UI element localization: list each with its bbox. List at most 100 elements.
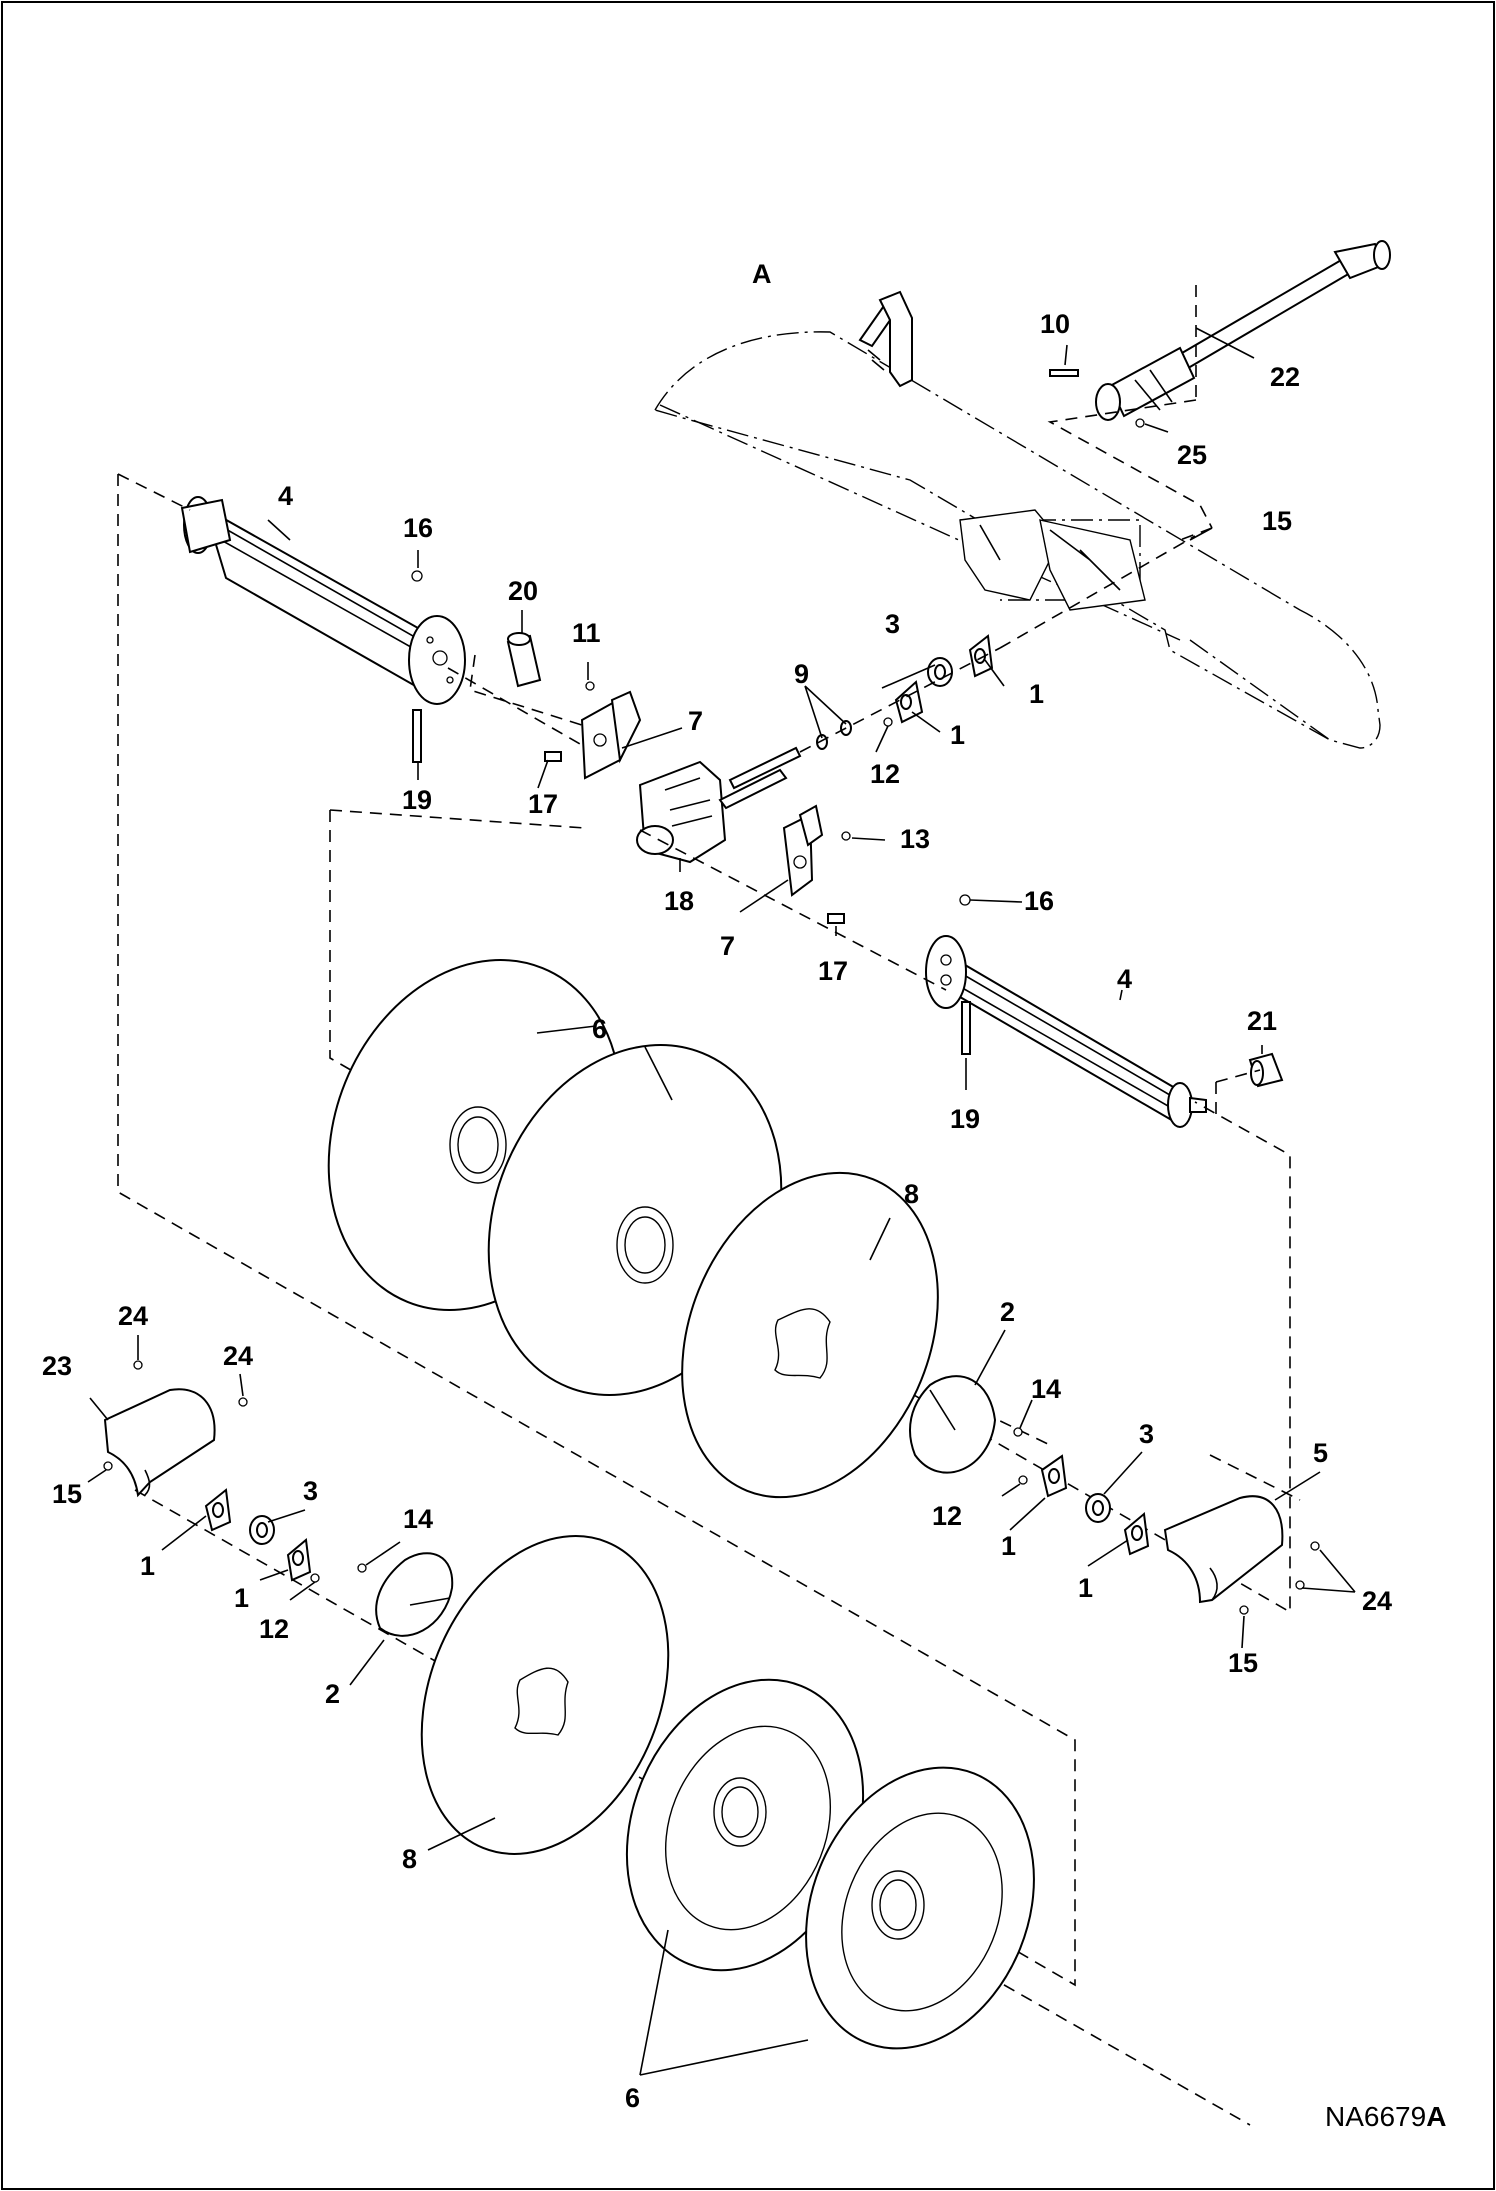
housing-bracket	[959, 509, 1146, 611]
screw-14-lower	[357, 1563, 367, 1573]
callout-24a: 24	[118, 1301, 148, 1331]
callout-1e: 1	[140, 1551, 155, 1581]
screw-15-right	[1239, 1605, 1249, 1615]
callout-3b: 3	[1139, 1419, 1154, 1449]
callout-4b: 4	[1117, 964, 1132, 994]
gearbox-18	[636, 760, 788, 864]
callout-1b: 1	[950, 720, 965, 750]
callout-2b: 2	[325, 1679, 340, 1709]
figure-id-number: NA6679	[1325, 2101, 1426, 2132]
callout-3a: 3	[885, 609, 900, 639]
disc-8-upper	[681, 1171, 939, 1499]
bracket-7-left	[580, 690, 642, 780]
callout-22: 22	[1270, 362, 1300, 392]
housing-lever	[858, 290, 913, 388]
deflector-2-upper	[909, 1375, 997, 1474]
figure-id: NA6679A	[1325, 2101, 1446, 2132]
callout-20: 20	[508, 576, 538, 606]
disc-6-c	[625, 1678, 865, 1972]
callout-1d: 1	[1078, 1573, 1093, 1603]
callout-12b: 12	[932, 1501, 962, 1531]
shield-23	[103, 1388, 216, 1498]
bearing-3-mid	[1085, 1493, 1111, 1523]
callout-3c: 3	[303, 1476, 318, 1506]
deflector-2-lower	[375, 1552, 454, 1637]
callout-19b: 19	[950, 1104, 980, 1134]
callout-1a: 1	[1029, 679, 1044, 709]
callout-7b: 7	[720, 931, 735, 961]
callout-23: 23	[42, 1351, 72, 1381]
callout-16a: 16	[403, 513, 433, 543]
tube-bolt-top-right	[959, 894, 971, 906]
bearing-flange-1b	[968, 634, 994, 678]
callout-16b: 16	[1024, 886, 1054, 916]
bracket-7-right	[782, 804, 824, 897]
left-rotor-tube	[180, 496, 466, 705]
shield-5	[1163, 1495, 1284, 1604]
disc-6-d	[805, 1766, 1035, 2050]
screw-24-left-b	[238, 1397, 248, 1407]
bearing-3-upper	[927, 657, 953, 687]
bearing-flange-1d	[1123, 1512, 1150, 1556]
nut-12-mid	[1018, 1475, 1028, 1485]
callout-2a: 2	[1000, 1297, 1015, 1327]
callout-25: 25	[1177, 440, 1207, 470]
driveline-nut	[1135, 418, 1145, 428]
callout-8b: 8	[402, 1844, 417, 1874]
callout-7a: 7	[688, 706, 703, 736]
callout-15c: 15	[1228, 1648, 1258, 1678]
screw-17-left	[544, 751, 562, 762]
tube-bolt-bottom	[412, 709, 422, 763]
callout-19a: 19	[402, 785, 432, 815]
callout-6c: 6	[625, 2083, 640, 2113]
screw-15-left	[103, 1461, 113, 1471]
callout-1c: 1	[1001, 1531, 1016, 1561]
tube-bolt-top	[411, 570, 423, 582]
gearbox-shaft	[728, 746, 802, 790]
bearing-flange-1c	[1040, 1454, 1068, 1498]
callout-24b: 24	[223, 1341, 253, 1371]
callout-12c: 12	[259, 1614, 289, 1644]
screw-24-right-b	[1295, 1580, 1305, 1590]
callout-15a: 15	[1262, 506, 1292, 536]
bearing-flange-1e	[204, 1488, 232, 1532]
housing-phantom	[653, 331, 1381, 749]
screw-14-upper	[1013, 1427, 1023, 1437]
callout-6a: 6	[592, 1014, 607, 1044]
nut-12-lower	[310, 1573, 320, 1583]
callout-11: 11	[572, 618, 601, 648]
nut-13	[841, 831, 851, 841]
screw-24-right-a	[1310, 1541, 1320, 1551]
callout-17b: 17	[818, 956, 848, 986]
callout-17a: 17	[528, 789, 558, 819]
nut-12-upper	[883, 717, 893, 727]
leader-lines	[87, 327, 1356, 2076]
callout-13: 13	[900, 824, 930, 854]
callout-15b: 15	[52, 1479, 82, 1509]
callout-8a: 8	[904, 1179, 919, 1209]
pto-driveline	[1095, 240, 1391, 421]
screw-17-right	[827, 913, 845, 924]
callout-21: 21	[1247, 1006, 1277, 1036]
callout-9: 9	[794, 659, 809, 689]
callout-14b: 14	[403, 1504, 433, 1534]
disc-8-lower	[420, 1535, 670, 1855]
figure-id-revision: A	[1426, 2101, 1446, 2132]
bushing-20	[506, 632, 542, 688]
screw-24-left-a	[133, 1360, 143, 1370]
right-rotor-tube	[925, 935, 1207, 1128]
callout-1f: 1	[234, 1583, 249, 1613]
callout-5: 5	[1313, 1438, 1328, 1468]
view-label-a: A	[752, 259, 772, 289]
coupler-21	[1248, 1052, 1284, 1088]
callout-24c: 24	[1362, 1586, 1392, 1616]
tube-bolt-bottom-right	[961, 1001, 971, 1055]
callout-14a: 14	[1031, 1374, 1061, 1404]
callout-12a: 12	[870, 759, 900, 789]
callout-4a: 4	[278, 481, 293, 511]
driveline-bolt	[1049, 369, 1079, 377]
callout-18: 18	[664, 886, 694, 916]
